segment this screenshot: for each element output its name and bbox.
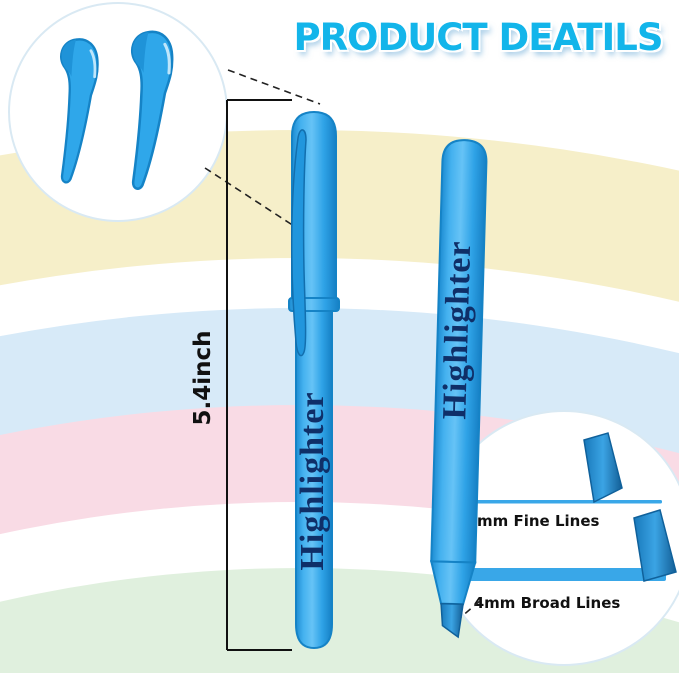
pen-clip-left xyxy=(60,38,99,184)
dashed-line-tip xyxy=(446,599,482,630)
pen-chisel-tip xyxy=(440,602,464,639)
highlighter-uncapped: Highlighter xyxy=(421,133,495,649)
pen-cap-clip xyxy=(290,129,307,357)
capped-pen-illustration xyxy=(288,110,340,650)
broad-tip-icon xyxy=(633,509,677,582)
pen-brand-text: Highlighter xyxy=(436,239,479,420)
highlighter-capped: Highlighter xyxy=(284,104,344,654)
broad-line-label: 4mm Broad Lines xyxy=(473,594,621,612)
pen-barrel xyxy=(430,139,488,564)
pen-brand-text: Highlighter xyxy=(294,391,331,571)
fine-tip-icon xyxy=(583,432,623,504)
dashed-line-cap-bottom xyxy=(204,167,298,229)
fine-line-label: 1mm Fine Lines xyxy=(466,512,600,530)
tip-lines-illustration xyxy=(454,432,677,582)
broad-line-stroke xyxy=(454,568,666,581)
pen-clips-illustration xyxy=(60,30,174,190)
length-dimension-label: 5.4inch xyxy=(190,330,216,426)
pen-clip-right xyxy=(131,30,174,190)
page-title: PRODUCT DEATILS xyxy=(290,13,667,63)
pen-body xyxy=(295,310,333,650)
fine-line-stroke xyxy=(454,500,662,504)
dashed-line-cap-top xyxy=(227,69,321,105)
pen-nose-cone xyxy=(429,560,477,606)
uncapped-pen-illustration xyxy=(429,139,488,639)
